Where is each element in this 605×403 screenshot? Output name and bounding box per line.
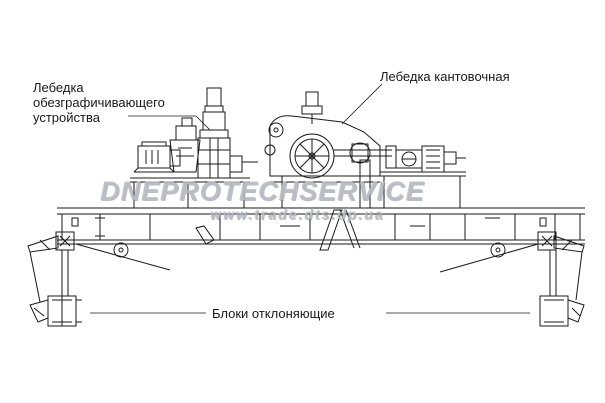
label-deflection-blocks: Блоки отклоняющие: [212, 306, 335, 321]
label-left-line1: Лебедка: [33, 80, 84, 95]
deflection-block-left: [29, 295, 82, 327]
main-girder: [57, 207, 585, 245]
drive-motor: [380, 145, 466, 208]
label-tilting-winch: Лебедка кантовочная: [380, 69, 510, 84]
tilting-winch: [264, 91, 392, 251]
deflection-block-right: [539, 295, 585, 327]
degraphitizing-winch: [130, 87, 258, 245]
trolley-wheels: [113, 242, 506, 258]
label-left-line3: устройства: [33, 110, 100, 125]
label-left-line2: обезграфичивающего: [33, 95, 165, 110]
ropes: [29, 243, 583, 303]
label-degraphitizing-winch: Лебедка обезграфичивающего устройства: [33, 80, 203, 125]
right-end-truck: [537, 231, 585, 253]
leader-lines: [90, 83, 530, 314]
left-end-truck: [27, 231, 75, 253]
